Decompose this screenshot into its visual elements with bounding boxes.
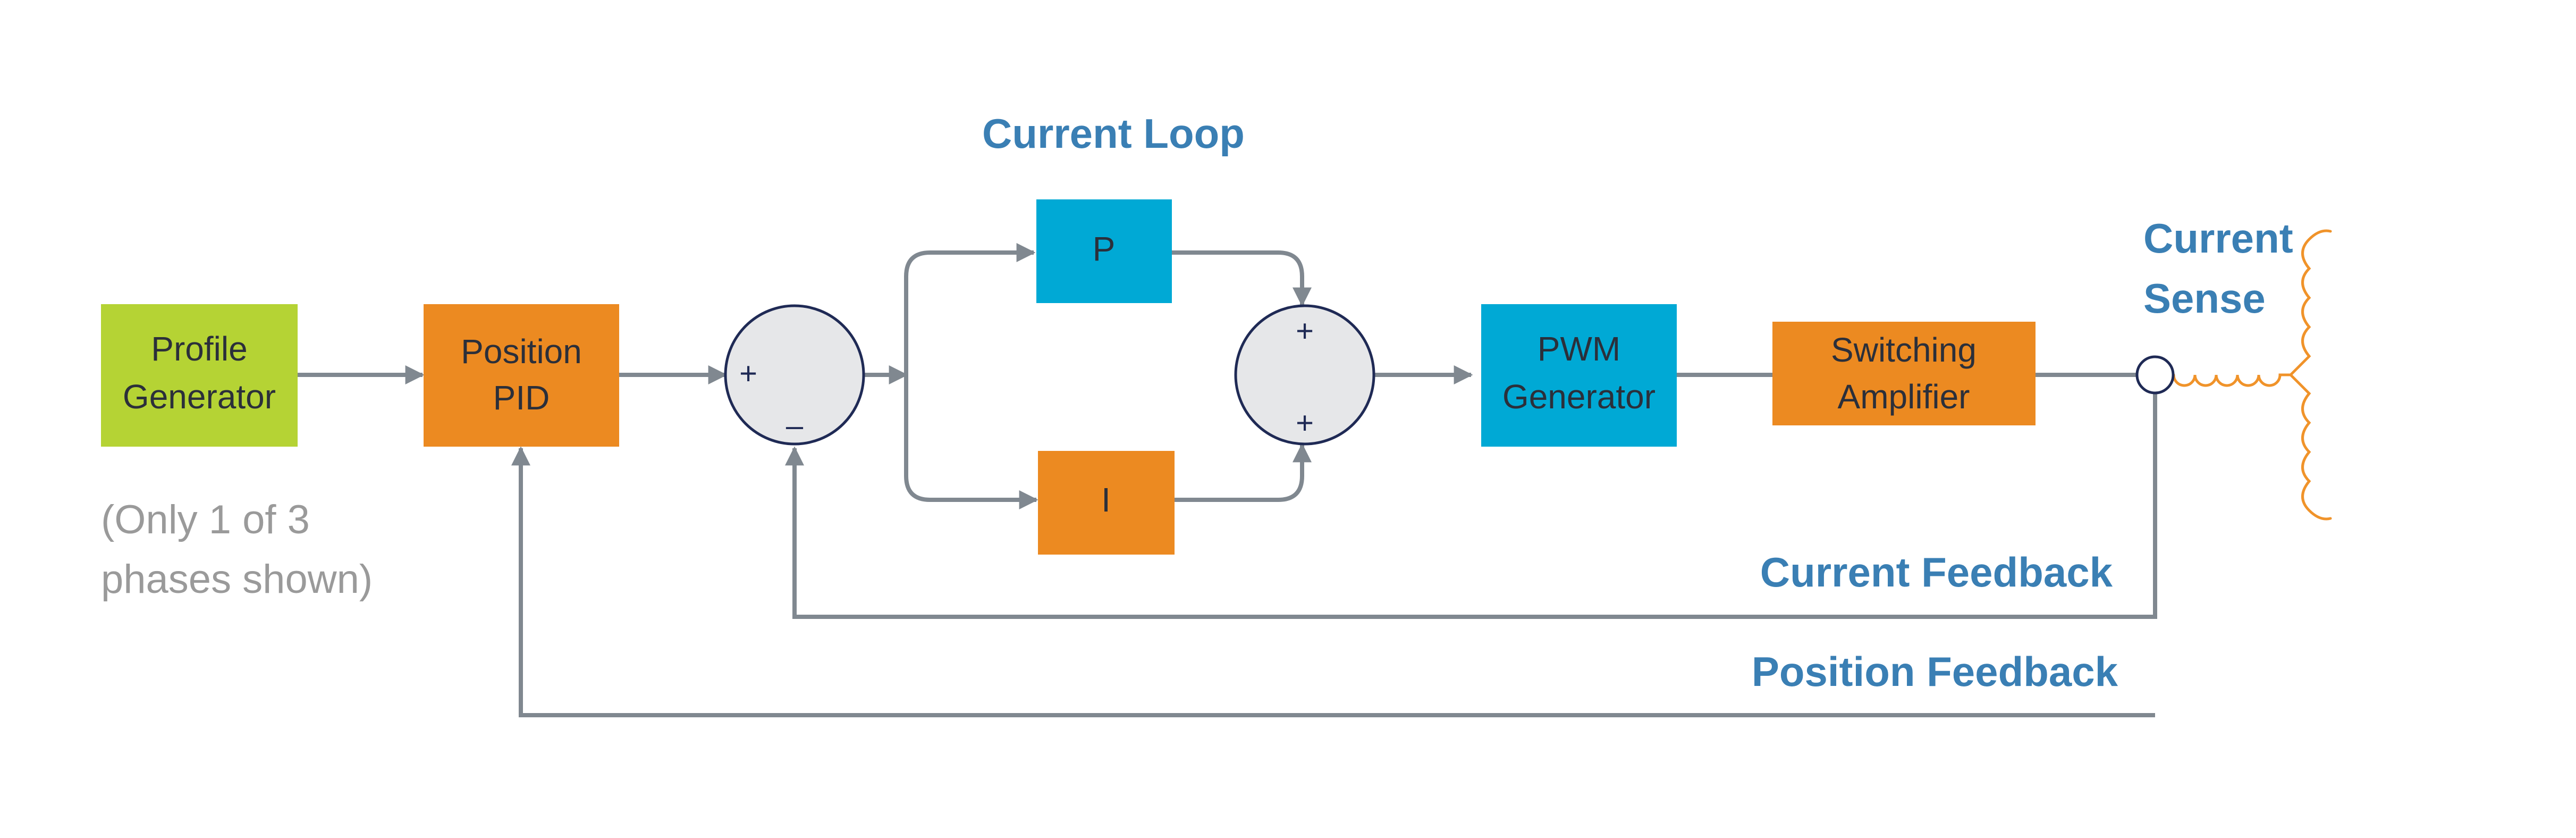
current-feedback-label: Current Feedback bbox=[1760, 549, 2113, 596]
profile-generator-label-line2: Generator bbox=[123, 378, 276, 416]
current-loop-label: Current Loop bbox=[982, 110, 1245, 157]
p-gain-label: P bbox=[1093, 230, 1116, 268]
position-feedback-label: Position Feedback bbox=[1752, 648, 2118, 695]
current-sense-label-line1: Current bbox=[2143, 215, 2293, 262]
pwm-generator-label-line1: PWM bbox=[1538, 330, 1620, 368]
current-sense-node bbox=[2135, 355, 2175, 395]
motor-coils-icon bbox=[2172, 229, 2332, 521]
pi-summer-bottom-plus-sign: + bbox=[1296, 406, 1314, 440]
i-to-summer-wire bbox=[1175, 443, 1312, 502]
error-summer-plus-sign: + bbox=[739, 356, 757, 391]
pwm-generator-label-line2: Generator bbox=[1502, 378, 1656, 416]
switching-amplifier-block: Switching Amplifier bbox=[1772, 322, 2036, 425]
error-summer-minus-sign: – bbox=[786, 408, 804, 443]
i-gain-block: I bbox=[1038, 451, 1175, 555]
position-pid-label-line2: PID bbox=[493, 379, 550, 417]
switching-amplifier-label-line1: Switching bbox=[1831, 331, 1977, 369]
pi-summer: + + bbox=[1234, 304, 1375, 446]
profile-generator-block: Profile Generator bbox=[101, 304, 298, 447]
switching-amplifier-label-line2: Amplifier bbox=[1838, 378, 1970, 416]
pwm-generator-block: PWM Generator bbox=[1481, 304, 1677, 447]
p-gain-block: P bbox=[1036, 199, 1172, 303]
pi-summer-top-plus-sign: + bbox=[1296, 314, 1314, 348]
current-feedback-wire bbox=[785, 392, 2157, 619]
position-pid-label-line1: Position bbox=[461, 332, 582, 371]
position-pid-block: Position PID bbox=[424, 304, 619, 447]
position-feedback-wire bbox=[511, 446, 2155, 717]
profile-generator-label-line1: Profile bbox=[151, 330, 247, 368]
wires bbox=[298, 243, 2157, 717]
error-summer: + – bbox=[724, 304, 865, 446]
split-to-p-wire bbox=[904, 243, 1036, 375]
current-sense-label-line2: Sense bbox=[2143, 275, 2266, 322]
i-gain-label: I bbox=[1101, 481, 1111, 519]
phase-note-line1: (Only 1 of 3 bbox=[101, 497, 310, 542]
split-to-i-wire bbox=[904, 375, 1038, 509]
p-to-summer-wire bbox=[1172, 250, 1312, 307]
phase-note-line2: phases shown) bbox=[101, 557, 373, 602]
